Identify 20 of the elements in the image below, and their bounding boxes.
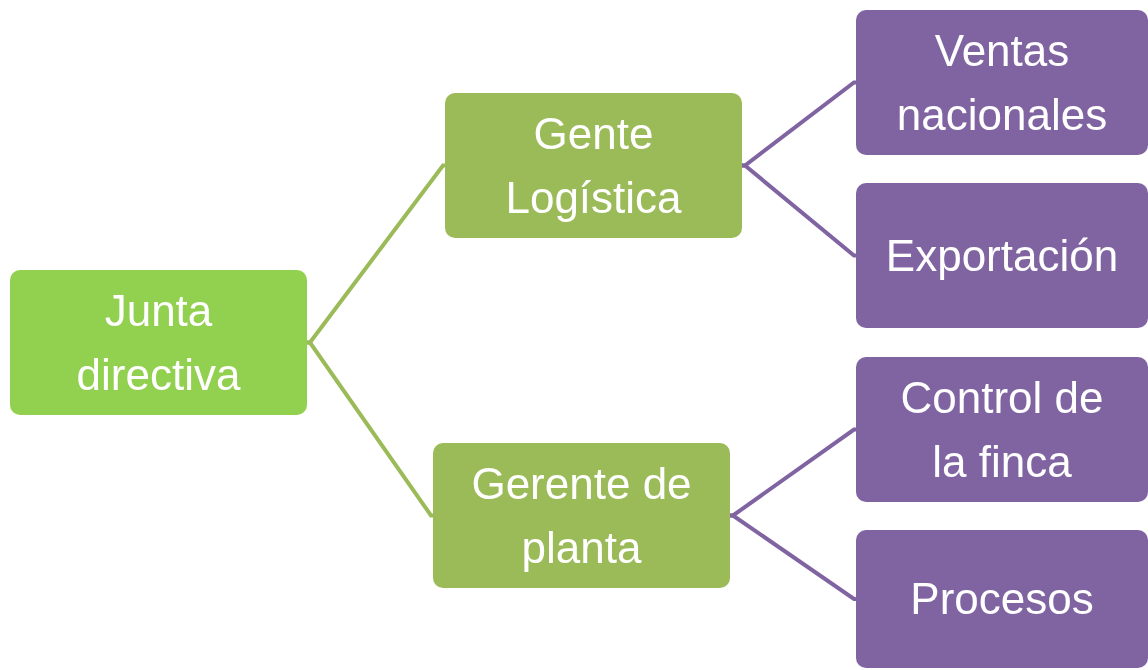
box-label: Ventas nacionales bbox=[895, 24, 1109, 141]
org-box bbox=[856, 183, 1148, 328]
connector-line bbox=[307, 340, 434, 518]
box-label: Exportación bbox=[885, 229, 1119, 282]
connector-line bbox=[307, 163, 446, 345]
org-box bbox=[856, 530, 1148, 668]
box-label: Gerente de planta bbox=[470, 457, 693, 574]
box-label: Gente Logística bbox=[504, 107, 683, 224]
box-label: Control de la finca bbox=[899, 371, 1105, 488]
org-box bbox=[445, 93, 742, 238]
org-box bbox=[10, 270, 307, 415]
org-box bbox=[433, 443, 730, 588]
connector-line bbox=[742, 163, 857, 258]
box-label: Junta directiva bbox=[75, 284, 242, 401]
org-box bbox=[856, 10, 1148, 155]
connector-line bbox=[730, 427, 857, 518]
org-box bbox=[856, 357, 1148, 502]
box-label: Procesos bbox=[910, 573, 1094, 626]
connector-line bbox=[742, 80, 857, 168]
connector-line bbox=[730, 513, 857, 601]
